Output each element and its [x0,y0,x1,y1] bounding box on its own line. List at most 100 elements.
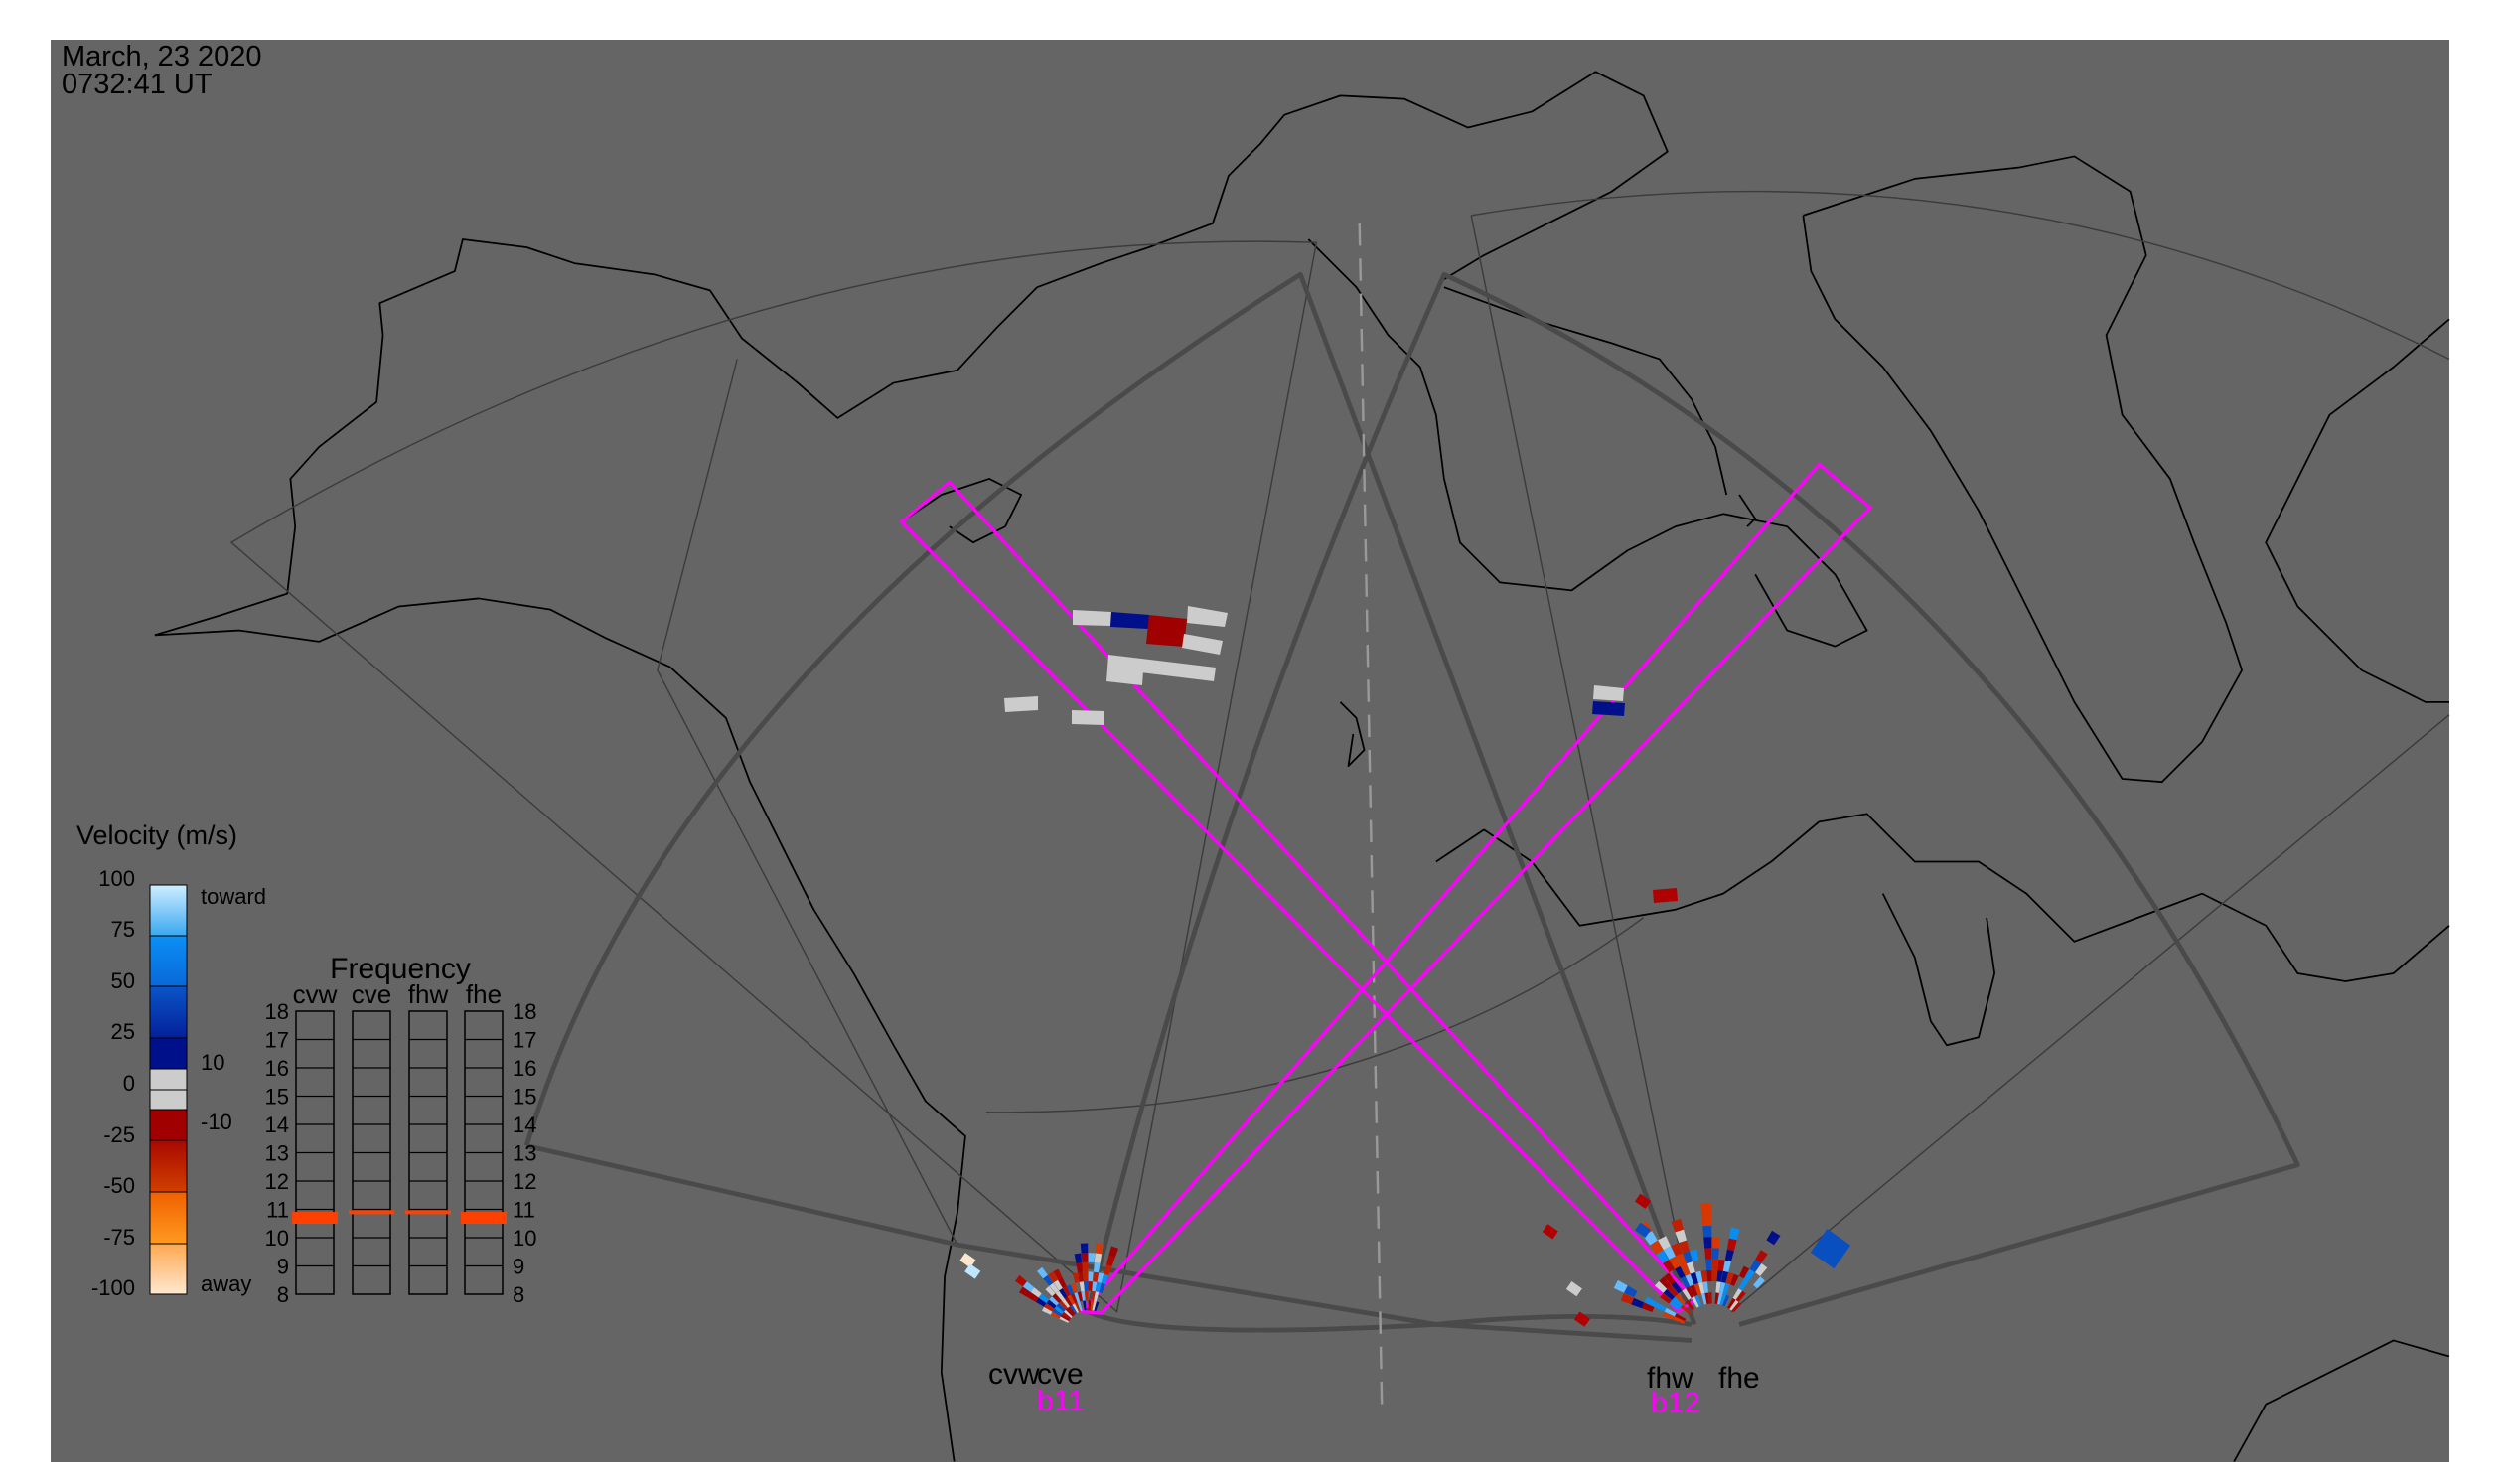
velocity-cell [1038,1293,1050,1303]
velocity-cell [1711,1269,1718,1282]
velocity-cell [1672,1296,1684,1308]
velocity-cell [1182,634,1223,655]
velocity-cell [1691,1296,1699,1308]
velocity-cell [1097,1272,1104,1283]
velocity-cell [1146,615,1187,647]
velocity-cell [1046,1299,1057,1309]
velocity-cell [1698,1281,1705,1294]
velocity-cell [1076,1262,1084,1273]
velocity-cell [1094,1291,1100,1302]
velocity-cell [1079,1281,1085,1292]
velocity-cell [1675,1265,1686,1279]
velocity-cell [1671,1218,1685,1233]
frequency-columns [295,1010,504,1295]
velocity-cell [1729,1273,1739,1286]
velocity-cell [1671,1281,1683,1294]
velocity-cells [959,1193,1851,1327]
velocity-cell [1656,1250,1670,1263]
frequency-tick-right: 10 [513,1226,536,1251]
velocity-cell [1066,1284,1075,1295]
velocity-cell [1694,1294,1702,1307]
velocity-cell [1679,1240,1690,1254]
velocity-cell [1810,1229,1851,1269]
velocity-cell [1106,668,1143,685]
velocity-cell [1690,1272,1698,1285]
velocity-cell [1753,1276,1765,1289]
velocity-cell [1724,1249,1734,1262]
velocity-cell [1035,1297,1047,1307]
frequency-tick-left: 15 [265,1085,289,1110]
toward-label: toward [201,884,266,909]
velocity-cell [1749,1259,1762,1272]
velocity-cell [1686,1286,1694,1298]
velocity-cell [1722,1294,1730,1307]
velocity-cell [1092,1300,1097,1311]
velocity-cell [1052,1308,1063,1317]
velocity-cell [1187,606,1228,627]
velocity-cell [1743,1268,1755,1282]
velocity-cell [1053,1268,1063,1280]
velocity-cell [1727,1297,1736,1309]
velocity-cell [1676,1253,1687,1266]
velocity-cell [1664,1272,1676,1285]
frequency-marker [349,1210,394,1215]
velocity-cell [1634,1193,1652,1209]
velocity-cell [1078,1271,1084,1282]
velocity-cell [1663,1246,1676,1260]
velocity-cell [1663,1288,1676,1300]
velocity-tick: 0 [123,1071,135,1096]
noon-meridian-line [1358,223,1384,1408]
velocity-cell [1044,1303,1055,1312]
date-label: March, 23 2020 [62,41,262,73]
velocity-cell [1719,1293,1726,1306]
velocity-cell [1105,1255,1115,1266]
velocity-tick: -75 [103,1225,135,1250]
velocity-cell [1755,1250,1768,1263]
velocity-cell [1084,1281,1089,1291]
velocity-cell [1093,1262,1101,1273]
velocity-cell [1573,1311,1590,1327]
velocity-cell [1738,1278,1749,1291]
frequency-legend-title: Frequency [330,953,471,985]
velocity-cell [1717,1292,1723,1305]
frequency-marker [461,1212,507,1225]
velocity-cell [1060,1314,1071,1322]
velocity-cell [1680,1263,1691,1276]
frequency-marker [292,1212,338,1225]
velocity-cell [1711,1248,1719,1260]
velocity-cell [1674,1313,1687,1322]
velocity-cell [1686,1261,1695,1274]
frequency-tick-right: 16 [513,1056,536,1081]
velocity-cell [1620,1293,1634,1305]
velocity-cells-isolated [1004,606,1678,903]
velocity-cell [1653,888,1678,903]
velocity-cell [1634,1222,1652,1238]
beam-b11 [1078,462,1873,1315]
velocity-cell [1728,1227,1740,1241]
away-label: away [201,1271,251,1296]
velocity-cell [1110,612,1149,629]
velocity-cell [1716,1270,1723,1282]
velocity-legend-title: Velocity (m/s) [76,820,237,850]
velocity-cell [1072,1272,1080,1283]
velocity-cell [1725,1271,1734,1285]
velocity-cell [1049,1282,1059,1294]
velocity-cell [1043,1274,1054,1286]
velocity-cell [1704,1292,1709,1304]
velocity-cell [1067,1306,1076,1316]
velocity-cell [1094,1253,1103,1263]
velocity-cell [1565,1281,1582,1297]
frequency-tick-left: 10 [265,1226,289,1251]
velocity-cell [1090,1300,1095,1311]
velocity-cell [1042,1306,1053,1315]
velocity-cell [1088,1271,1094,1282]
frequency-tick-left: 9 [277,1255,289,1279]
velocity-cell [1088,1300,1092,1311]
velocity-cell [1088,1253,1096,1262]
velocity-cell [1675,1293,1686,1305]
velocity-cell [1680,1275,1691,1289]
velocity-cell [1045,1285,1056,1297]
velocity-cell [1592,701,1625,716]
velocity-cell [1650,1240,1664,1255]
